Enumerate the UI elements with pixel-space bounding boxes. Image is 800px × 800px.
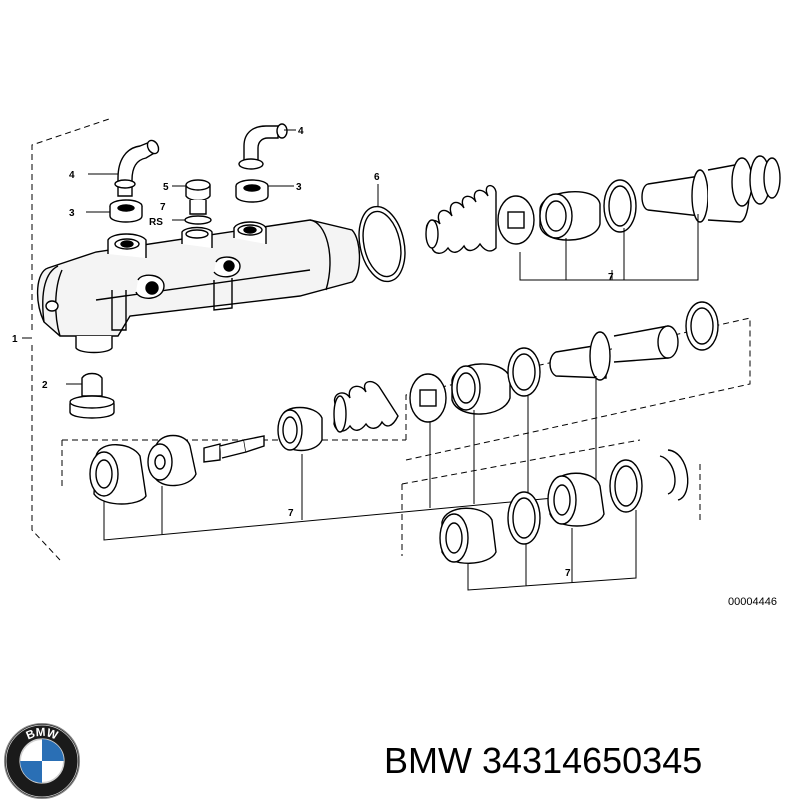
- kit-7-lower-frame: [401, 439, 701, 556]
- seal-ring-left: [86, 199, 143, 223]
- callout-4-right: 4: [298, 126, 304, 137]
- drawing-number: 00004446: [728, 596, 777, 608]
- callout-6: 6: [374, 172, 380, 183]
- callout-7-rs: 7: [160, 202, 166, 213]
- master-cylinder-body: [36, 219, 361, 354]
- spring-middle: [333, 381, 399, 433]
- cup-seal-upper: [539, 191, 601, 241]
- kit-7-lower-leader: [467, 510, 637, 591]
- elbow-fitting-right: [238, 123, 296, 170]
- o-ring-upper: [603, 179, 637, 233]
- callout-7-upper: 7: [608, 272, 614, 283]
- stop-ring-lower-left: [147, 434, 197, 487]
- spring-upper: [425, 185, 497, 254]
- kit-7-upper-leader: [519, 214, 699, 281]
- callout-4-left: 4: [69, 170, 75, 181]
- callout-3-left: 3: [69, 208, 75, 219]
- o-ring-lower-b: [609, 459, 643, 513]
- cup-seal-lower-left: [89, 444, 147, 505]
- snap-ring: [659, 449, 689, 501]
- sleeve-middle: [277, 406, 323, 452]
- washer-upper: [497, 195, 535, 245]
- cup-seal-lower-b: [547, 472, 605, 527]
- callout-rs: RS: [149, 217, 163, 228]
- bolt-5: [172, 179, 212, 225]
- piston-upper: [641, 155, 781, 223]
- brand-name: BMW: [384, 740, 472, 781]
- gasket-6: [358, 184, 406, 283]
- callout-5: 5: [163, 182, 169, 193]
- part-caption: BMW 34314650345: [384, 740, 702, 782]
- bracket-1-lower: [31, 345, 61, 561]
- seal-ring-right: [235, 179, 294, 203]
- callout-3-right: 3: [296, 182, 302, 193]
- o-ring-middle-end: [685, 301, 719, 351]
- bracket-1: [31, 117, 113, 330]
- kit-7-middle-frame: [61, 317, 751, 490]
- elbow-fitting-left: [88, 139, 160, 197]
- cup-seal-lower-a: [439, 507, 497, 564]
- plug-2: [66, 372, 115, 419]
- callout-7-lower: 7: [565, 568, 571, 579]
- stop-screw: [203, 435, 265, 463]
- o-ring-middle: [507, 347, 541, 397]
- callout-7-middle: 7: [288, 508, 294, 519]
- part-number: 34314650345: [482, 740, 703, 781]
- washer-middle: [409, 373, 447, 423]
- bmw-logo-icon: BMW: [3, 722, 81, 800]
- kit-7-middle-leader: [103, 376, 597, 541]
- callout-1: 1: [12, 334, 18, 345]
- callout-2: 2: [42, 380, 48, 391]
- o-ring-lower-a: [507, 491, 541, 545]
- cup-seal-middle: [451, 363, 511, 415]
- piston-middle: [549, 325, 679, 381]
